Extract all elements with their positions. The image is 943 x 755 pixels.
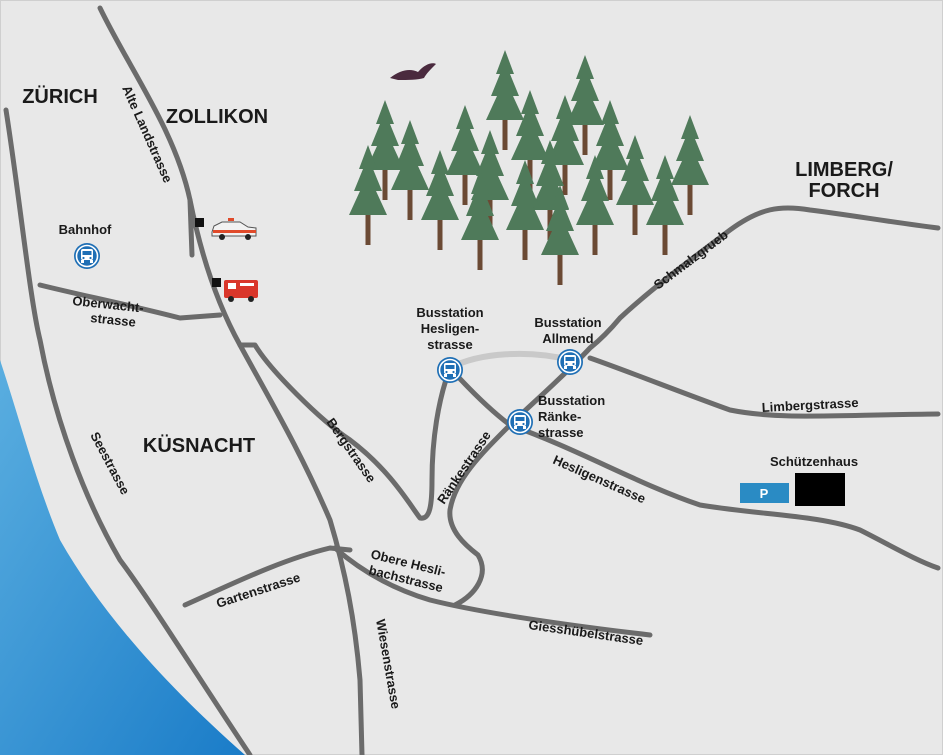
stop-raenke-line1: Busstation — [538, 393, 605, 408]
stop-hesligen-line2: Hesligen- — [421, 321, 480, 336]
bus-icon-raenkestrasse[interactable] — [506, 408, 534, 436]
road-obere-heslibachstrasse[interactable] — [332, 545, 653, 638]
bus-icon-bahnhof[interactable] — [73, 242, 101, 270]
street-oberwacht-line2: strasse — [90, 310, 137, 330]
place-limberg-forch-line2: FORCH — [808, 180, 879, 202]
stop-allmend-line1: Busstation — [534, 315, 601, 330]
parking-label: P — [760, 486, 769, 501]
bus-icon-allmend[interactable] — [556, 348, 584, 376]
schuetzenhaus-building[interactable] — [795, 473, 845, 506]
road-hesligenstrasse[interactable] — [507, 422, 941, 571]
road-oberwachtstrasse[interactable] — [37, 282, 223, 321]
road-bergstrasse[interactable] — [237, 342, 453, 521]
stop-hesligen-line3: strasse — [427, 337, 473, 352]
street-limbergstrasse: Limbergstrasse — [761, 395, 858, 415]
fire-truck-icon[interactable] — [212, 278, 258, 302]
stop-hesligen-line1: Busstation — [416, 305, 483, 320]
stop-allmend-line2: Allmend — [542, 331, 593, 346]
bus-icon-hesligenstrasse[interactable] — [436, 356, 464, 384]
police-car-icon[interactable] — [195, 218, 257, 240]
schuetzenhaus-label: Schützenhaus — [770, 454, 858, 469]
road-zollikon-link[interactable] — [187, 197, 195, 258]
road-seestrasse[interactable] — [3, 107, 253, 755]
street-oberwacht-line1: Oberwacht- — [72, 293, 145, 315]
place-kuesnacht: KÜSNACHT — [143, 434, 255, 457]
road-gartenstrasse[interactable] — [182, 545, 353, 608]
lake — [0, 360, 245, 755]
stop-raenke-line2: Ränke- — [538, 409, 581, 424]
bird-icon — [390, 63, 436, 80]
road-network — [3, 5, 941, 755]
parking-icon[interactable] — [740, 483, 789, 503]
place-limberg-forch-line1: LIMBERG/ — [795, 159, 893, 181]
stop-bahnhof-label: Bahnhof — [59, 222, 112, 237]
place-zurich: ZÜRICH — [22, 85, 98, 108]
place-zollikon: ZOLLIKON — [166, 106, 268, 128]
stop-raenke-line3: strasse — [538, 425, 584, 440]
road-limbergstrasse[interactable] — [587, 355, 941, 419]
road-giesshuebel[interactable] — [447, 422, 513, 608]
